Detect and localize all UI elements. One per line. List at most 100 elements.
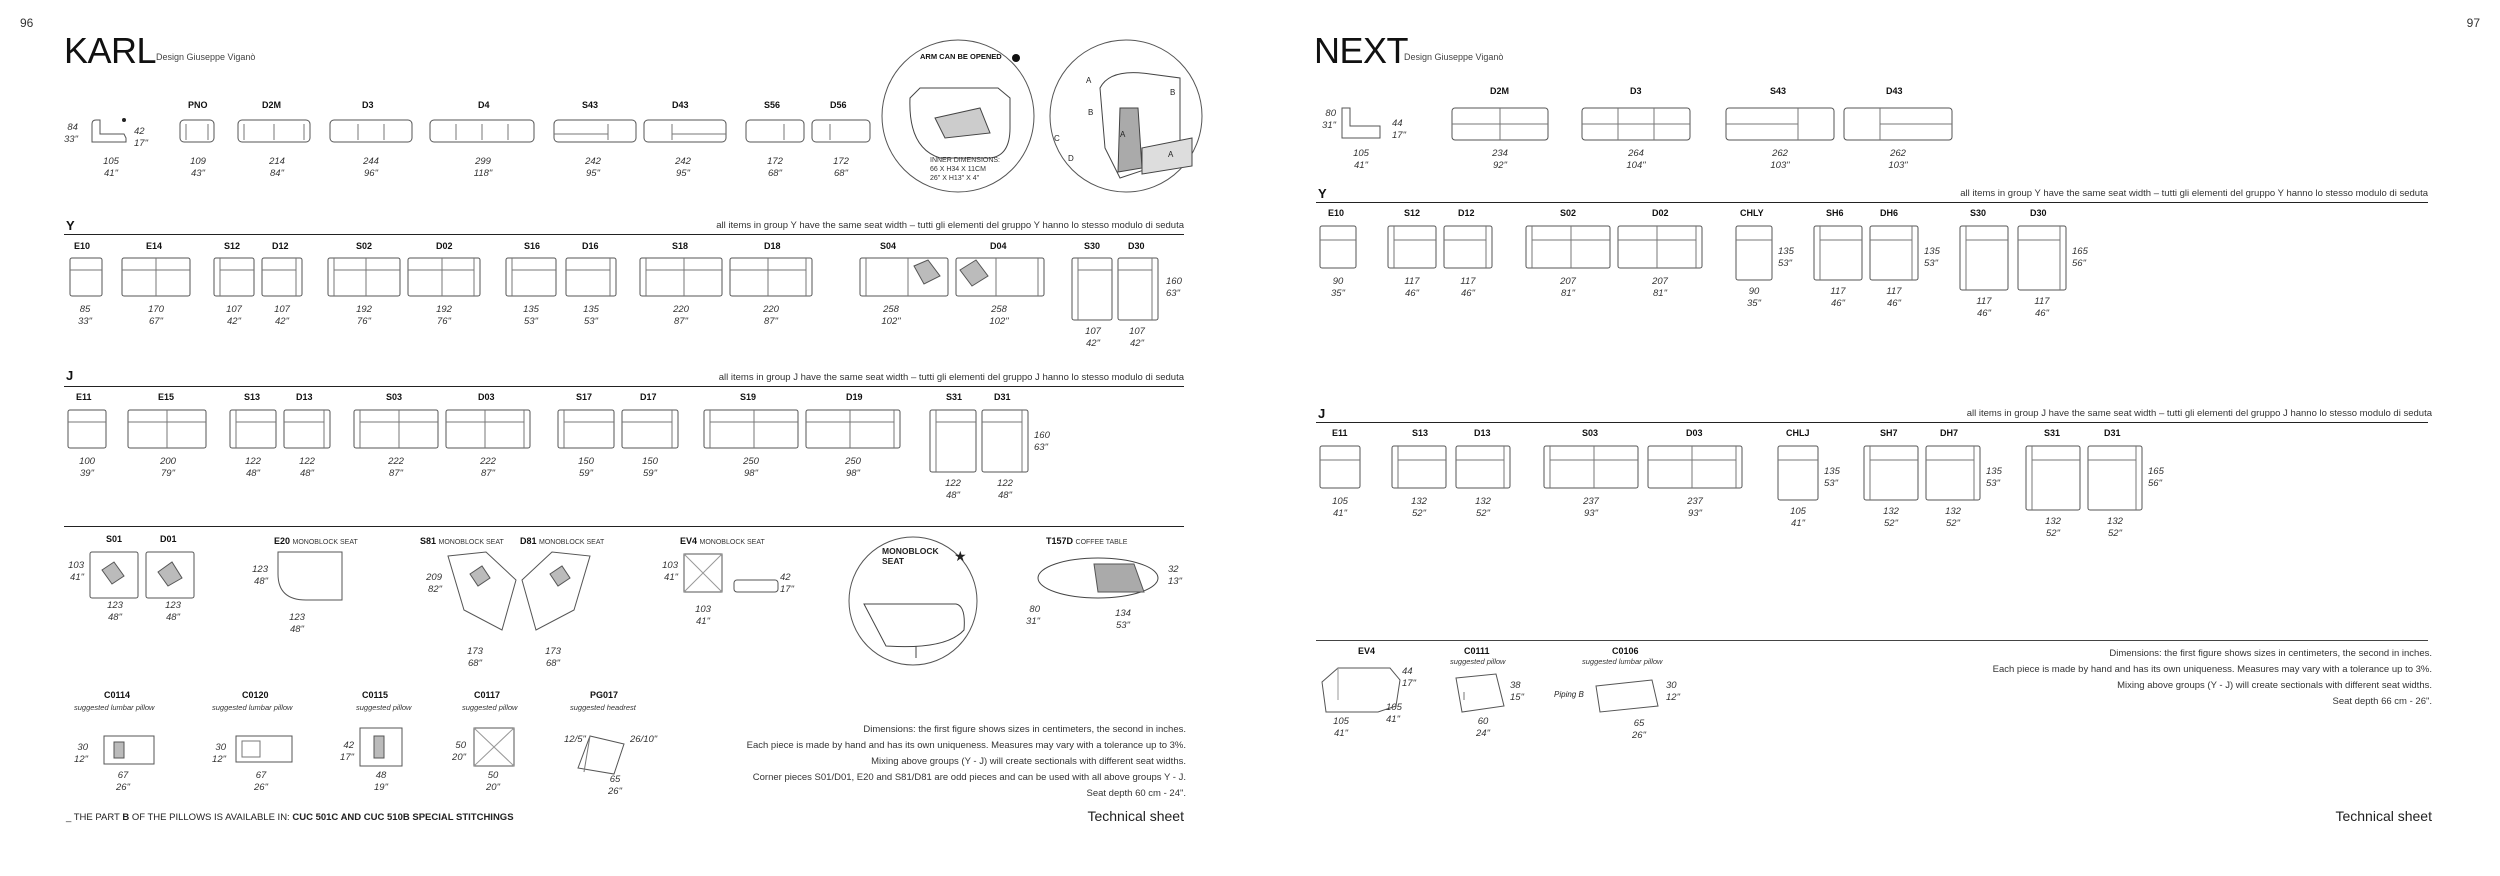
- y-code-d18: D18: [764, 241, 781, 251]
- code-s81: S81 MONOBLOCK SEAT: [420, 536, 504, 546]
- t157d-drawing: [1037, 557, 1159, 599]
- j-code-s13: S13: [244, 392, 261, 402]
- nj-dim-chlj: 105 41": [1790, 506, 1806, 529]
- group-y-rule-left: [64, 234, 1184, 235]
- next-arm-side: 80 31": [1322, 108, 1336, 131]
- page-title-next: NEXT: [1314, 30, 1409, 71]
- arm-box-inner-dims: INNER DIMENSIONS: 66 X H34 X 11CM 26" X …: [930, 157, 1001, 182]
- ny-dim-s12: 117 46": [1404, 276, 1420, 299]
- y-code-e14: E14: [146, 241, 163, 251]
- nj-code-d13: D13: [1474, 428, 1491, 438]
- j-code-s17: S17: [576, 392, 593, 402]
- c0117-side: 50 20": [452, 740, 466, 763]
- nj-dim-dh7: 132 52": [1945, 506, 1961, 529]
- group-j-note-left: all items in group J have the same seat …: [718, 372, 1184, 383]
- next-dim-d43: 262 103": [1888, 148, 1908, 171]
- group-y-label-right: Y: [1318, 186, 1327, 201]
- nj-s03-drawing: [1543, 445, 1639, 489]
- j-code-e11: E11: [76, 392, 92, 402]
- arm-height-right: 42 17": [134, 126, 148, 149]
- page-title-karl: KARL: [64, 30, 157, 71]
- pg017-dim: 65 26": [608, 774, 622, 797]
- model-dim-s56: 172 68": [767, 156, 783, 179]
- y-dim-d18: 220 87": [763, 304, 779, 327]
- next-code-c0106: C0106: [1612, 646, 1639, 656]
- j-code-d13: D13: [296, 392, 313, 402]
- piping-b-label: Piping B: [1554, 690, 1584, 699]
- ny-dim-dh6: 117 46": [1886, 286, 1902, 309]
- model-d4-drawing: [429, 119, 535, 143]
- note-right-3: Mixing above groups (Y - J) will create …: [2117, 680, 2432, 691]
- model-dim-d56: 172 68": [833, 156, 849, 179]
- ny-s30-drawing: [1959, 225, 2009, 291]
- j-s03-drawing: [353, 409, 439, 449]
- next-dim-d3: 264 104": [1626, 148, 1646, 171]
- code-d81: D81 MONOBLOCK SEAT: [520, 536, 604, 546]
- monoblock-detail: [848, 536, 978, 666]
- ny-chly-depth: 135 53": [1778, 246, 1794, 269]
- ny-e10-drawing: [1319, 225, 1357, 269]
- arm-box-label: ARM CAN BE OPENED: [920, 52, 1002, 61]
- note-left-3: Mixing above groups (Y - J) will create …: [871, 756, 1186, 767]
- y-code-d12: D12: [272, 241, 289, 251]
- note-left-4: Corner pieces S01/D01, E20 and S81/D81 a…: [752, 772, 1186, 783]
- pillow-label-a-3: A: [1168, 150, 1174, 159]
- ny-dim-s02: 207 81": [1560, 276, 1576, 299]
- star-icon: ★: [954, 548, 967, 564]
- pillow-label-c: C: [1054, 134, 1060, 143]
- c0115-side: 42 17": [340, 740, 354, 763]
- pg017-drawing: [577, 735, 625, 775]
- j-code-d31: D31: [994, 392, 1011, 402]
- note-left-5: Seat depth 60 cm - 24".: [1086, 788, 1187, 799]
- ny-dim-d02: 207 81": [1652, 276, 1668, 299]
- pillow-label-b-1: B: [1088, 108, 1094, 117]
- code-e20-label: E20: [274, 536, 291, 546]
- j-dim-d17: 150 59": [642, 456, 658, 479]
- y-code-d04: D04: [990, 241, 1007, 251]
- nj-dim-s31: 132 52": [2045, 516, 2061, 539]
- code-d81-label: D81: [520, 536, 537, 546]
- model-dim-d43: 242 95": [675, 156, 691, 179]
- j-dim-d19: 250 98": [845, 456, 861, 479]
- pg017-side: 12/5": [564, 734, 586, 745]
- ny-dim-sh6: 117 46": [1830, 286, 1846, 309]
- y-dim-d02: 192 76": [436, 304, 452, 327]
- code-ev4-sub: MONOBLOCK SEAT: [699, 539, 765, 546]
- nj-dh7-drawing: [1925, 445, 1981, 501]
- y-dim-e14: 170 67": [148, 304, 164, 327]
- next-sub-c0106: suggested lumbar pillow: [1582, 657, 1663, 666]
- nj-s13-drawing: [1391, 445, 1447, 489]
- nj-code-s13: S13: [1412, 428, 1429, 438]
- next-code-ev4: EV4: [1358, 646, 1376, 656]
- y-s04-drawing: [859, 257, 949, 297]
- ny-code-e10: E10: [1328, 208, 1345, 218]
- c0115-drawing: [359, 727, 403, 767]
- ny-code-chly: CHLY: [1740, 208, 1764, 218]
- next-code-s43: S43: [1770, 86, 1787, 96]
- y-dim-d12: 107 42": [274, 304, 290, 327]
- group-j-rule-right: [1316, 422, 2428, 423]
- sub-pg017: suggested headrest: [570, 703, 636, 712]
- c0114-drawing: [103, 735, 155, 765]
- j-code-d19: D19: [846, 392, 863, 402]
- bottom-rule-right: [1316, 640, 2428, 641]
- footnote-bold: CUC 501C AND CUC 510B SPECIAL STITCHINGS: [292, 812, 514, 823]
- t157d-height: 32 13": [1168, 564, 1182, 587]
- y-code-s30: S30: [1084, 241, 1101, 251]
- nj-dim-s03: 237 93": [1583, 496, 1599, 519]
- next-code-d3: D3: [1630, 86, 1642, 96]
- code-c0120: C0120: [242, 690, 269, 700]
- extras-rule-left: [64, 526, 1184, 527]
- group-j-note-right: all items in group J have the same seat …: [1966, 408, 2432, 419]
- j-dim-e11: 100 39": [79, 456, 95, 479]
- nj-chlj-drawing: [1777, 445, 1819, 501]
- j-dim-d31: 122 48": [997, 478, 1013, 501]
- model-dim-d2m: 214 84": [269, 156, 285, 179]
- y-e14-drawing: [121, 257, 191, 297]
- y-d04-drawing: [955, 257, 1045, 297]
- y-code-e10: E10: [74, 241, 91, 251]
- nj-code-e11: E11: [1332, 428, 1348, 438]
- group-y-rule-right: [1316, 202, 2428, 203]
- code-c0114: C0114: [104, 690, 131, 700]
- j-d31-drawing: [981, 409, 1029, 473]
